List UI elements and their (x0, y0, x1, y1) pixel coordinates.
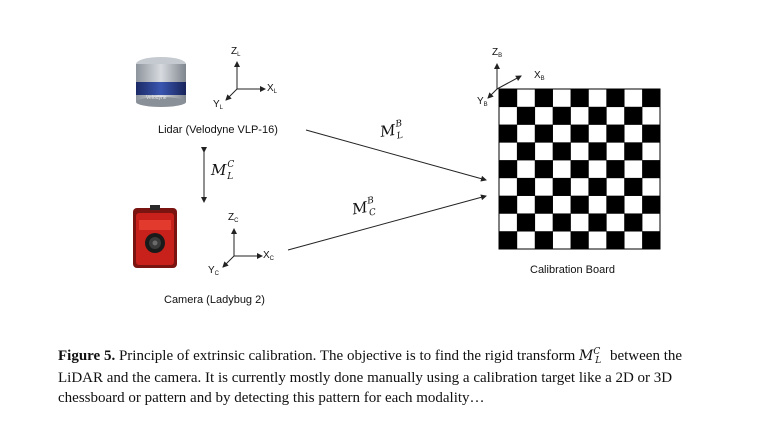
checkerboard (498, 88, 661, 250)
figure-diagram (133, 57, 661, 268)
checkerboard-cell (570, 195, 589, 214)
checkerboard-cell (642, 124, 661, 143)
lidar-board-arrow (305, 129, 487, 182)
caption-text-3: LiDAR and the camera. It is currently mo… (58, 370, 673, 386)
checkerboard-cell (606, 195, 625, 214)
checkerboard-cell (534, 160, 553, 179)
transform-lidar-board: MBL (378, 118, 404, 142)
camera-axis-y: YC (208, 265, 220, 277)
checkerboard-cell (534, 124, 553, 143)
checkerboard-cell (534, 195, 553, 214)
figure-caption: Figure 5. Principle of extrinsic calibra… (58, 346, 734, 408)
checkerboard-cell (570, 124, 589, 143)
board-axis-z: ZB (492, 47, 503, 59)
board-axes (487, 63, 522, 99)
camera-board-arrow (287, 194, 487, 251)
checkerboard-cell (588, 106, 607, 125)
checkerboard-cell (624, 142, 643, 161)
camera-axis-x: XC (263, 250, 275, 262)
checkerboard-cell (552, 177, 571, 196)
checkerboard-cell (552, 213, 571, 232)
camera-axis-z: ZC (228, 212, 239, 224)
transform-lidar-camera: MCL (211, 160, 235, 182)
checkerboard-cell (624, 106, 643, 125)
checkerboard-cell (570, 89, 589, 108)
checkerboard-cell (499, 89, 518, 108)
checkerboard-cell (499, 124, 518, 143)
checkerboard-cell (606, 160, 625, 179)
board-label: Calibration Board (530, 264, 615, 276)
checkerboard-cell (642, 195, 661, 214)
checkerboard-cell (570, 160, 589, 179)
checkerboard-cell (588, 213, 607, 232)
checkerboard-cell (516, 177, 536, 196)
checkerboard-cell (534, 89, 553, 108)
camera-label: Camera (Ladybug 2) (164, 294, 265, 306)
checkerboard-cell (588, 177, 607, 196)
checkerboard-cell (642, 89, 661, 108)
checkerboard-cell (499, 231, 518, 250)
checkerboard-cell (552, 142, 571, 161)
caption-math: MCL (579, 347, 602, 366)
lidar-axes (225, 61, 266, 101)
lidar-label: Lidar (Velodyne VLP-16) (158, 124, 278, 136)
checkerboard-cell (606, 231, 625, 250)
checkerboard-cell (516, 142, 536, 161)
checkerboard-cell (624, 213, 643, 232)
caption-text-1: Principle of extrinsic calibration. The … (118, 348, 576, 364)
caption-label: Figure 5. (58, 348, 116, 364)
checkerboard-cell (499, 160, 518, 179)
camera-device-image (133, 205, 177, 268)
board-axis-y: YB (477, 96, 488, 108)
checkerboard-cell (642, 160, 661, 179)
checkerboard-cell (642, 231, 661, 250)
lidar-axis-x: XL (267, 83, 278, 95)
checkerboard-cell (534, 231, 553, 250)
checkerboard-cell (606, 124, 625, 143)
camera-axes (222, 228, 263, 268)
board-axis-x: XB (534, 70, 545, 82)
checkerboard-cell (499, 195, 518, 214)
checkerboard-cell (588, 142, 607, 161)
checkerboard-cell (516, 213, 536, 232)
checkerboard-cell (516, 106, 536, 125)
caption-text-2: between the (609, 348, 683, 364)
checkerboard-cell (624, 177, 643, 196)
lidar-axis-y: YL (213, 99, 224, 111)
checkerboard-cell (606, 89, 625, 108)
caption-text-4: chessboard or pattern and by detecting t… (58, 390, 485, 406)
lidar-axis-z: ZL (231, 46, 241, 58)
lidar-device-text: Velodyne (146, 95, 167, 101)
lidar-device-image (136, 57, 186, 107)
checkerboard-cell (552, 106, 571, 125)
checkerboard-cell (570, 231, 589, 250)
